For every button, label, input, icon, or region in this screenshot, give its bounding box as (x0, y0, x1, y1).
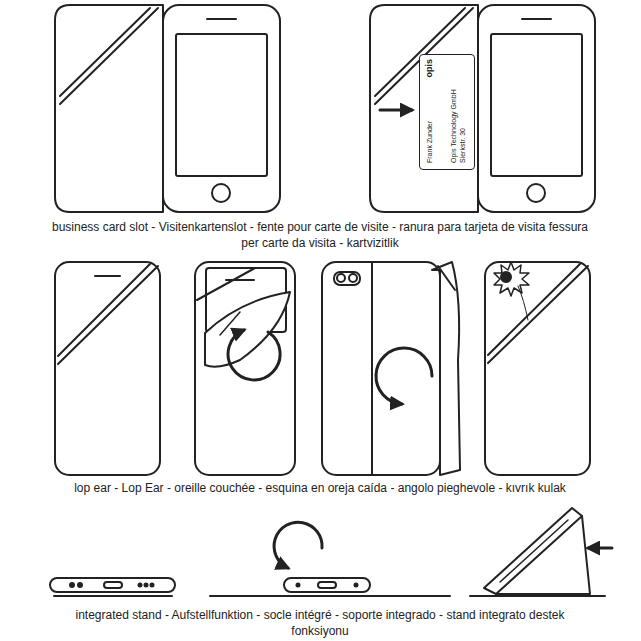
caption-text: business card slot - Visitenkartenslot -… (50, 219, 590, 251)
stand-upright (470, 508, 612, 596)
case-back-open (322, 262, 460, 475)
stand-flat (50, 578, 175, 596)
card-text: Opis Technology GmbH (450, 89, 458, 163)
caption-text: integrated stand - Aufstellfunktion - so… (60, 607, 580, 639)
card-text: Sierkstr. 30 (459, 128, 467, 163)
case-corner-burst (485, 262, 590, 475)
open-case-left (55, 5, 280, 212)
lop-ear-peel (195, 262, 295, 475)
stand-folding (210, 522, 450, 596)
card-logo: opis (424, 59, 435, 78)
open-case-card (370, 5, 595, 212)
caption-text: lop ear - Lop Ear - oreille couchée - es… (20, 480, 620, 496)
closed-case (55, 262, 160, 475)
business-card: opisFrank Zunder Opis Technology GmbHSier… (419, 54, 475, 170)
card-text: Frank Zunder (426, 121, 434, 163)
